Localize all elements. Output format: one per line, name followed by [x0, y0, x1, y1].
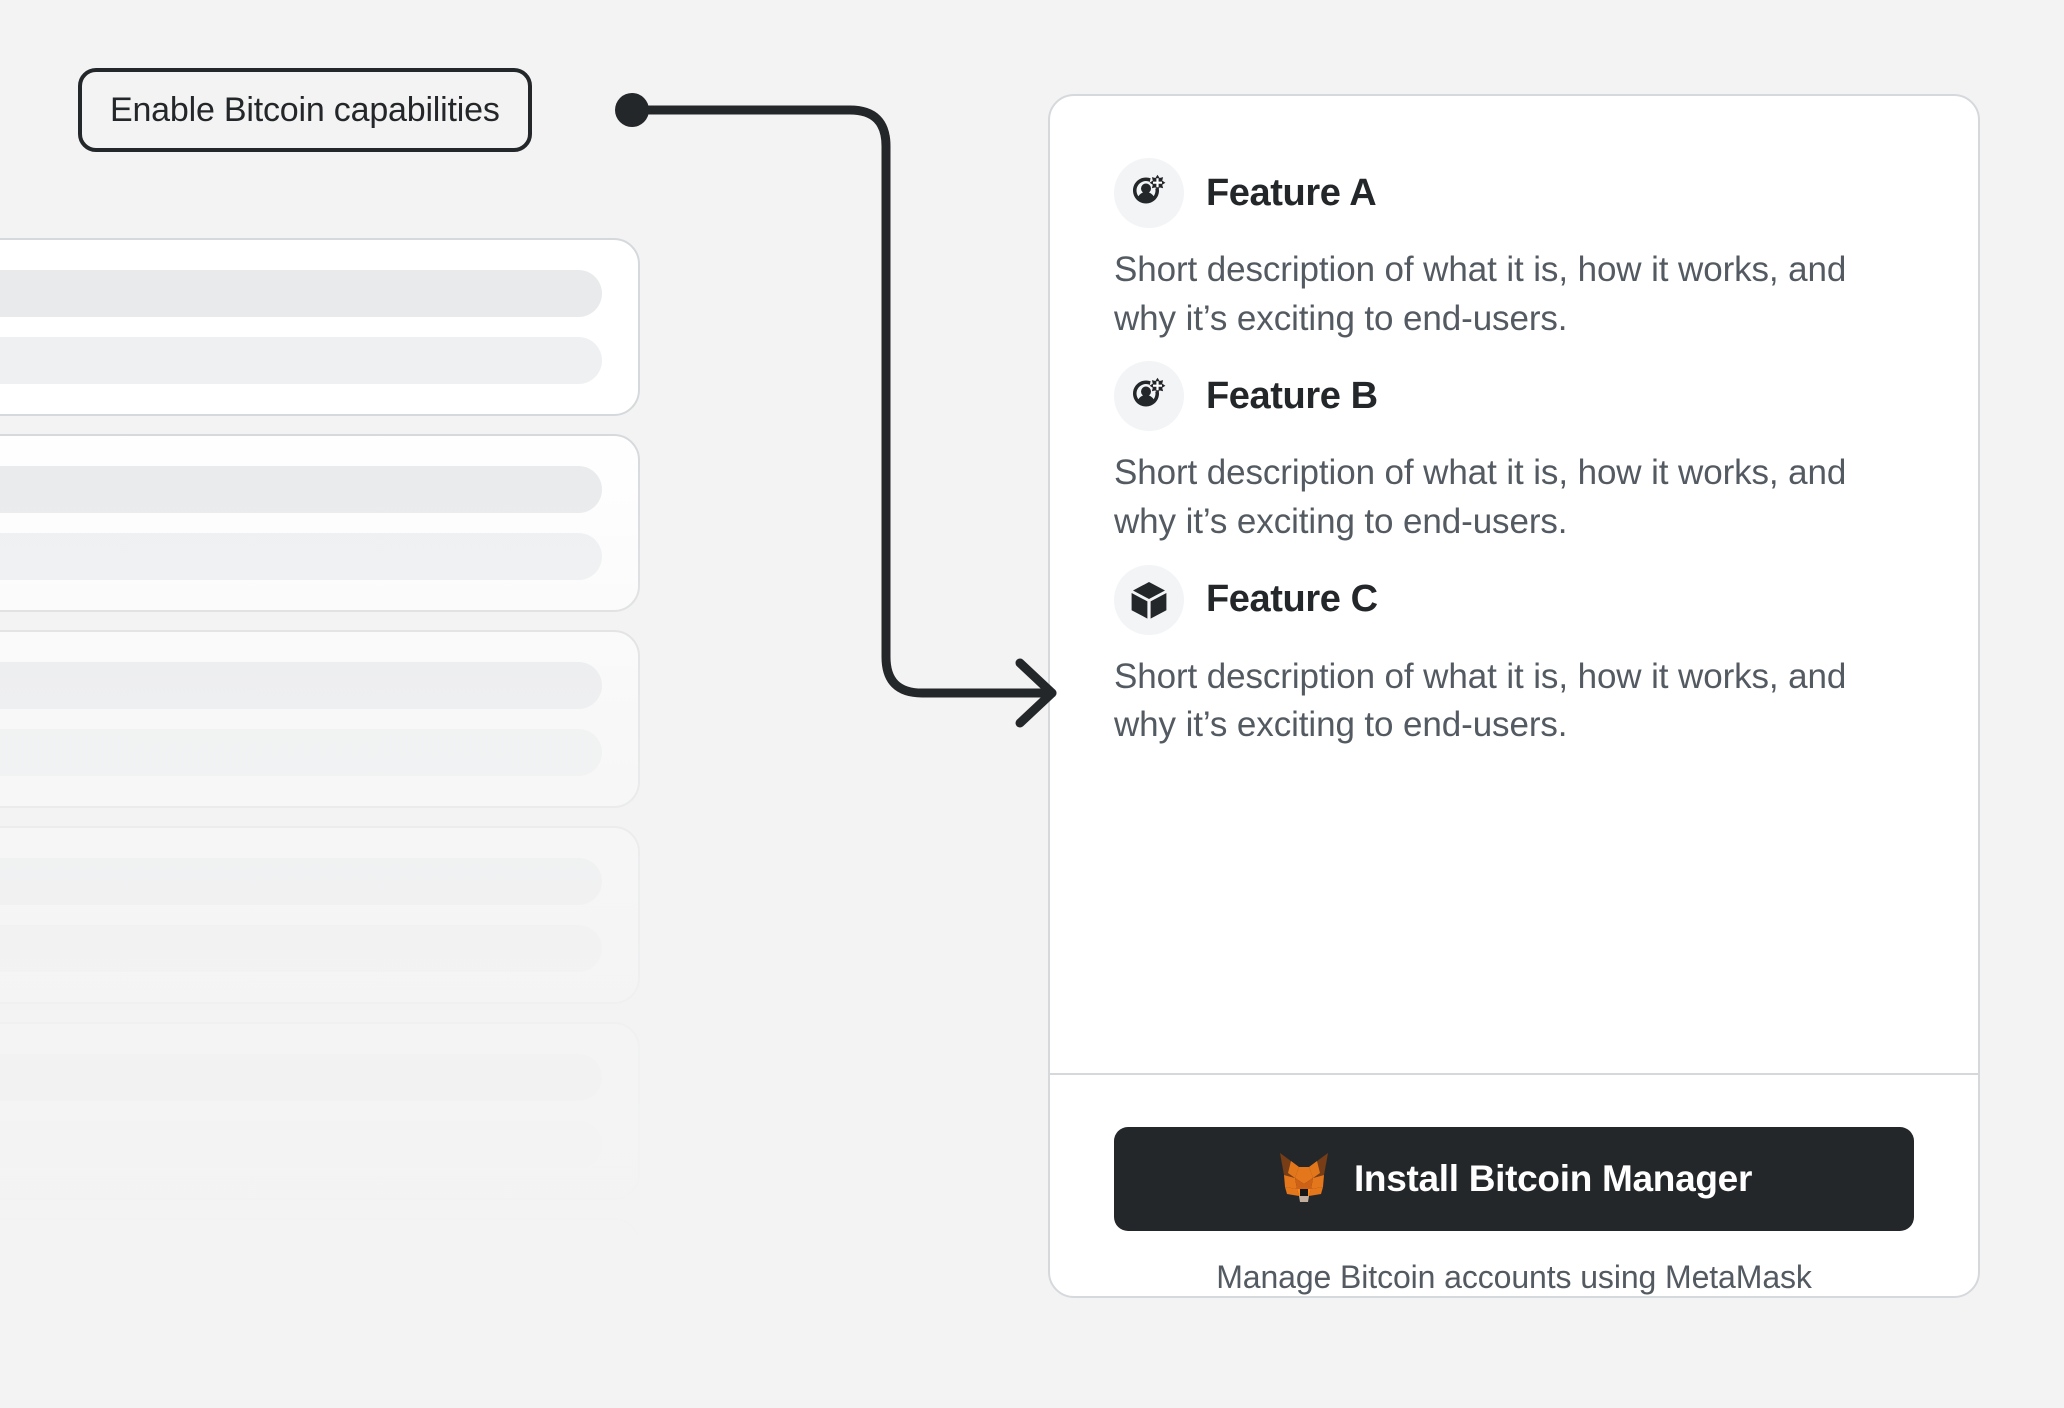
feature-heading: Feature A: [1114, 158, 1914, 228]
panel-footer: Install Bitcoin Manager Manage Bitcoin a…: [1050, 1075, 1978, 1296]
account-plus-icon: [1133, 377, 1166, 407]
connector-dot-icon: [615, 93, 649, 127]
callout-label-text: Enable Bitcoin capabilities: [110, 90, 500, 129]
skeleton-bar-primary: [0, 662, 602, 709]
cube-icon: [1131, 581, 1167, 619]
metamask-fox-icon: [1276, 1151, 1332, 1208]
install-bitcoin-manager-button[interactable]: Install Bitcoin Manager: [1114, 1127, 1914, 1231]
feature-description: Short description of what it is, how it …: [1114, 250, 1847, 338]
skeleton-bar-secondary: [0, 1317, 602, 1364]
install-caption: Manage Bitcoin accounts using MetaMask: [1216, 1259, 1812, 1295]
skeleton-card: [0, 1022, 640, 1200]
feature-description: Short description of what it is, how it …: [1114, 656, 1847, 745]
skeleton-card: [0, 1218, 640, 1396]
skeleton-card: [0, 238, 640, 416]
skeleton-bar-secondary: [0, 337, 602, 384]
feature-icon-badge: [1114, 361, 1184, 432]
skeleton-bar-secondary: [0, 533, 602, 580]
skeleton-card: [0, 434, 640, 612]
background-skeleton-column: [0, 238, 640, 1408]
skeleton-card: [0, 826, 640, 1004]
feature-title: Feature B: [1206, 374, 1378, 417]
account-plus-icon: [1133, 174, 1166, 204]
skeleton-card: [0, 630, 640, 808]
feature-title: Feature A: [1206, 171, 1377, 214]
feature-heading: Feature C: [1114, 564, 1914, 635]
skeleton-bar-primary: [0, 466, 602, 513]
skeleton-bar-primary: [0, 1054, 602, 1101]
skeleton-bar-primary: [0, 858, 602, 905]
feature-item: Feature A Short description of what it is…: [1114, 158, 1914, 343]
callout-label[interactable]: Enable Bitcoin capabilities: [78, 68, 532, 152]
feature-description: Short description of what it is, how it …: [1114, 453, 1847, 541]
feature-list: Feature A Short description of what it is…: [1050, 96, 1978, 1015]
feature-item: Feature C Short description of what it is…: [1114, 564, 1914, 750]
feature-heading: Feature B: [1114, 361, 1914, 432]
feature-icon-badge: [1114, 158, 1184, 228]
skeleton-bar-primary: [0, 270, 602, 317]
install-button-label: Install Bitcoin Manager: [1353, 1158, 1753, 1199]
skeleton-bar-primary: [0, 1250, 602, 1297]
skeleton-bar-secondary: [0, 1121, 602, 1168]
skeleton-bar-secondary: [0, 925, 602, 972]
skeleton-bar-secondary: [0, 729, 602, 776]
feature-panel: Feature A Short description of what it is…: [1048, 94, 1980, 1298]
feature-item: Feature B Short description of what it is…: [1114, 361, 1914, 546]
feature-title: Feature C: [1206, 578, 1378, 621]
feature-icon-badge: [1114, 564, 1184, 635]
panel-divider: [1050, 1073, 1978, 1075]
